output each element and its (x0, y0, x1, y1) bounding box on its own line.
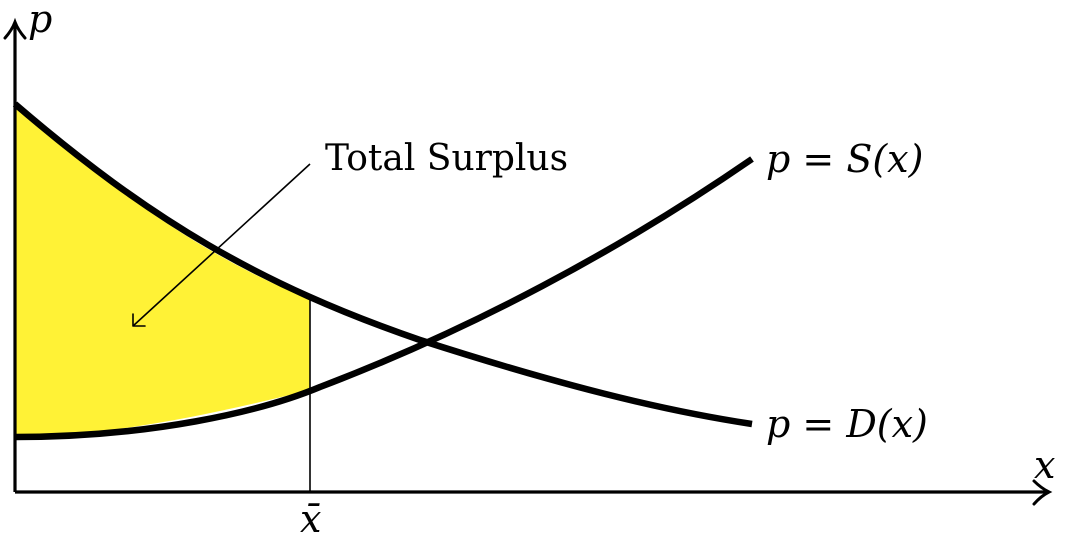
demand-curve-label: p = D(x) (766, 402, 928, 446)
total-surplus-area (15, 104, 310, 437)
x-bar-tick-label: x̄ (300, 497, 321, 541)
y-axis-arrowhead (3, 17, 27, 40)
demand-curve (12, 101, 753, 428)
annotation-pointer-line (132, 163, 311, 327)
total-surplus-label: Total Surplus (325, 138, 568, 179)
x-axis-label: x (1034, 443, 1055, 487)
supply-curve (14, 156, 754, 441)
supply-curve-label: p = S(x) (766, 137, 923, 181)
y-axis-label: p (28, 0, 52, 41)
annotation-pointer-arrowhead (132, 313, 146, 327)
x-axis-arrowhead (1032, 479, 1053, 506)
